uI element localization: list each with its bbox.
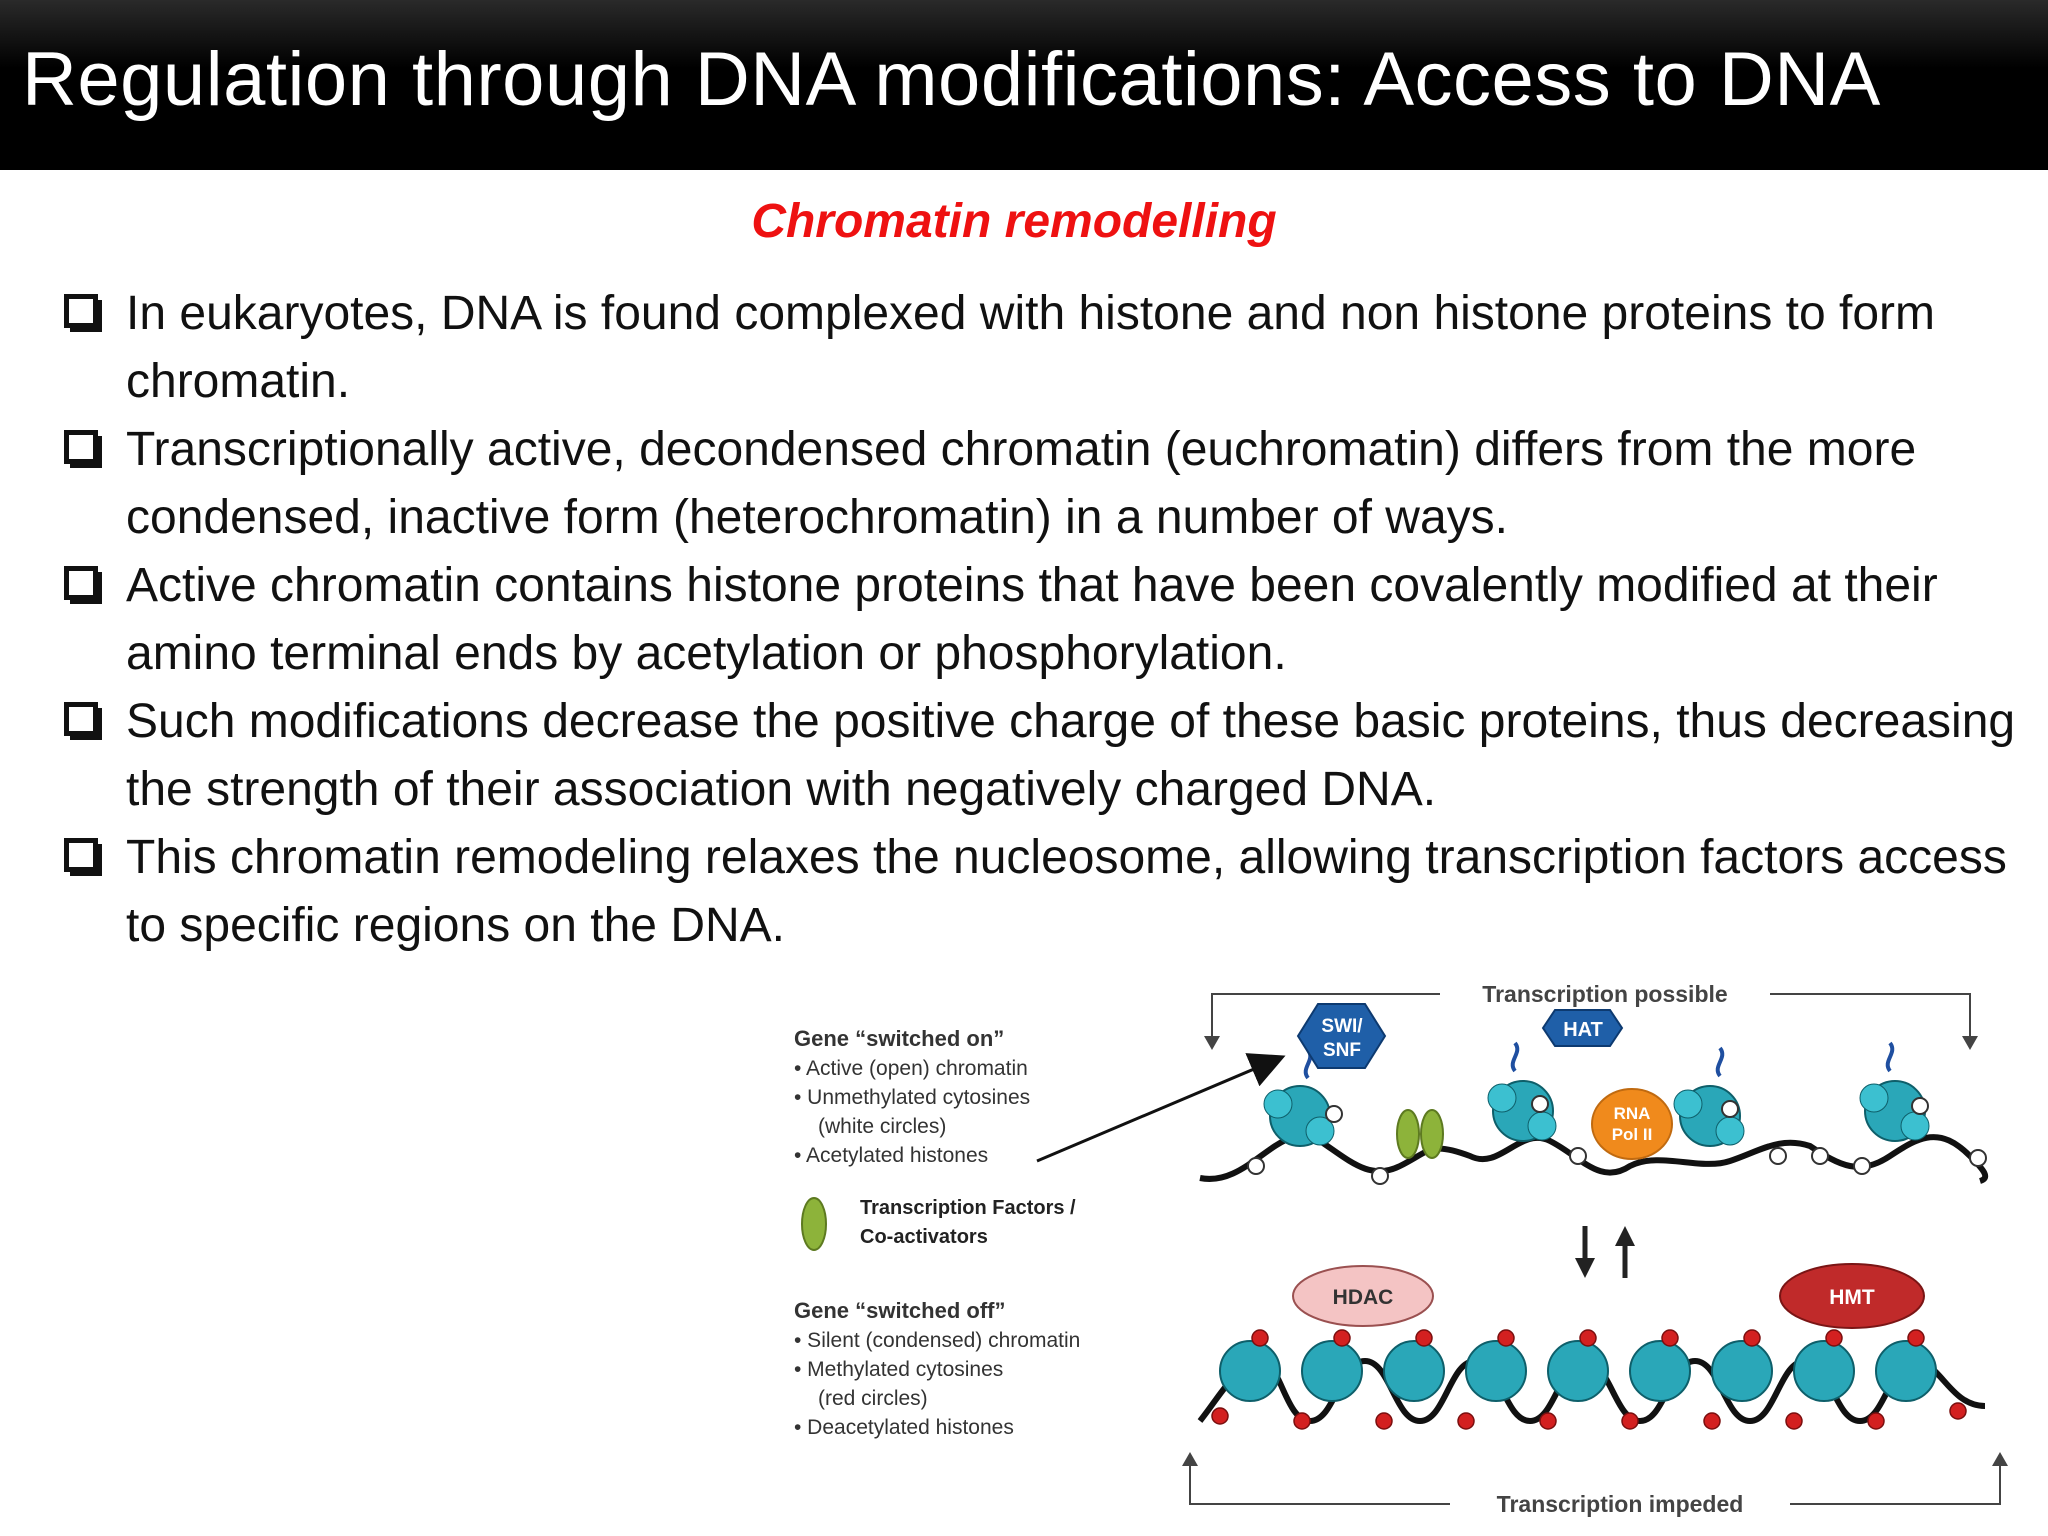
- up-arrow-icon-head: [1615, 1226, 1635, 1246]
- hat-label: HAT: [1563, 1019, 1603, 1041]
- rna-pol-label: Pol II: [1612, 1125, 1653, 1144]
- nucleosome-icon: [1711, 1340, 1773, 1402]
- checkbox-bullet-icon: [64, 702, 98, 736]
- switched-off-title: Gene “switched off”: [794, 1298, 1005, 1323]
- nucleosome-icon: [1219, 1340, 1281, 1402]
- nucleosome-icon: [1263, 1085, 1335, 1147]
- checkbox-bullet-icon: [64, 294, 98, 328]
- bracket-top: [1211, 993, 1971, 1046]
- unmethylated-cytosine-icon: [1247, 1095, 1987, 1185]
- switched-on-item: (white circles): [818, 1115, 946, 1138]
- transcription-impeded-label: Transcription impeded: [1497, 1491, 1744, 1517]
- switched-on-item: • Acetylated histones: [794, 1144, 988, 1167]
- acetyl-tail-icon: [1510, 1041, 1520, 1073]
- switched-on-item: • Active (open) chromatin: [794, 1057, 1028, 1080]
- transcription-factor-icon: [1396, 1109, 1420, 1159]
- chromatin-figure: Gene “switched on” • Active (open) chrom…: [780, 966, 2030, 1531]
- rna-pol-label: RNA: [1614, 1104, 1651, 1123]
- hat-complex: HAT: [1541, 1009, 1624, 1047]
- bullet-item: Transcriptionally active, decondensed ch…: [60, 416, 2020, 552]
- swi-snf-label: SWI/: [1321, 1016, 1363, 1037]
- bullet-text: In eukaryotes, DNA is found complexed wi…: [126, 287, 1936, 408]
- rna-pol-complex: RNA Pol II: [1591, 1088, 1673, 1160]
- nucleosome-icon: [1673, 1085, 1745, 1147]
- tf-legend-label: Co-activators: [860, 1226, 988, 1248]
- nucleosome-row: [1219, 1340, 1937, 1402]
- nucleosome-icon: [1547, 1340, 1609, 1402]
- switched-off-item: • Methylated cytosines: [794, 1358, 1003, 1381]
- switched-on-title: Gene “switched on”: [794, 1026, 1004, 1051]
- nucleosome-icon: [1875, 1340, 1937, 1402]
- checkbox-bullet-icon: [64, 566, 98, 600]
- nucleosome-icon: [1487, 1080, 1557, 1142]
- hdac-complex: HDAC: [1292, 1265, 1434, 1327]
- bullet-item: Active chromatin contains histone protei…: [60, 552, 2020, 688]
- nucleosome-icon: [1793, 1340, 1855, 1402]
- hmt-label: HMT: [1829, 1286, 1875, 1309]
- switched-on-item: • Unmethylated cytosines: [794, 1086, 1030, 1109]
- bullet-item: Such modifications decrease the positive…: [60, 688, 2020, 824]
- nucleosome-icon: [1301, 1340, 1363, 1402]
- checkbox-bullet-icon: [64, 838, 98, 872]
- tf-legend-label: Transcription Factors /: [860, 1197, 1076, 1219]
- hdac-label: HDAC: [1333, 1286, 1394, 1309]
- title-bar: Regulation through DNA modifications: Ac…: [0, 0, 2048, 170]
- bullet-text: Active chromatin contains histone protei…: [126, 559, 1938, 680]
- slide-subtitle: Chromatin remodelling: [751, 195, 1277, 248]
- acetyl-tail-icon: [1715, 1046, 1725, 1078]
- bullet-item: This chromatin remodeling relaxes the nu…: [60, 824, 2020, 960]
- transcription-possible-label: Transcription possible: [1482, 981, 1727, 1007]
- hmt-complex: HMT: [1779, 1263, 1925, 1329]
- bullet-text: Transcriptionally active, decondensed ch…: [126, 423, 1917, 544]
- nucleosome-icon: [1465, 1340, 1527, 1402]
- bullet-item: In eukaryotes, DNA is found complexed wi…: [60, 280, 2020, 416]
- slide-title: Regulation through DNA modifications: Ac…: [22, 37, 1881, 122]
- down-arrow-icon-head: [1575, 1258, 1595, 1278]
- acetyl-tail-icon: [1885, 1041, 1895, 1073]
- bracket-arrow-icon: [1182, 1452, 2008, 1466]
- switched-off-item: • Deacetylated histones: [794, 1416, 1014, 1439]
- dna-open-strand: [1199, 1132, 1989, 1184]
- swi-snf-label: SNF: [1323, 1040, 1361, 1061]
- nucleosome-icon: [1383, 1340, 1445, 1402]
- bullet-list: In eukaryotes, DNA is found complexed wi…: [60, 280, 2020, 960]
- bracket-bottom: [1189, 1456, 2001, 1505]
- switched-off-item: • Silent (condensed) chromatin: [794, 1329, 1080, 1352]
- arrow-icon: [1036, 1053, 1286, 1163]
- switched-off-item: (red circles): [818, 1387, 928, 1410]
- transcription-factor-icon: [801, 1197, 827, 1251]
- checkbox-bullet-icon: [64, 430, 98, 464]
- bullet-text: This chromatin remodeling relaxes the nu…: [126, 831, 2007, 952]
- bullet-text: Such modifications decrease the positive…: [126, 695, 2016, 816]
- transcription-factor-icon: [1420, 1109, 1444, 1159]
- methylated-cytosine-icon: [1211, 1329, 1967, 1430]
- swi-snf-complex: SWI/ SNF: [1296, 1003, 1387, 1069]
- nucleosome-icon: [1629, 1340, 1691, 1402]
